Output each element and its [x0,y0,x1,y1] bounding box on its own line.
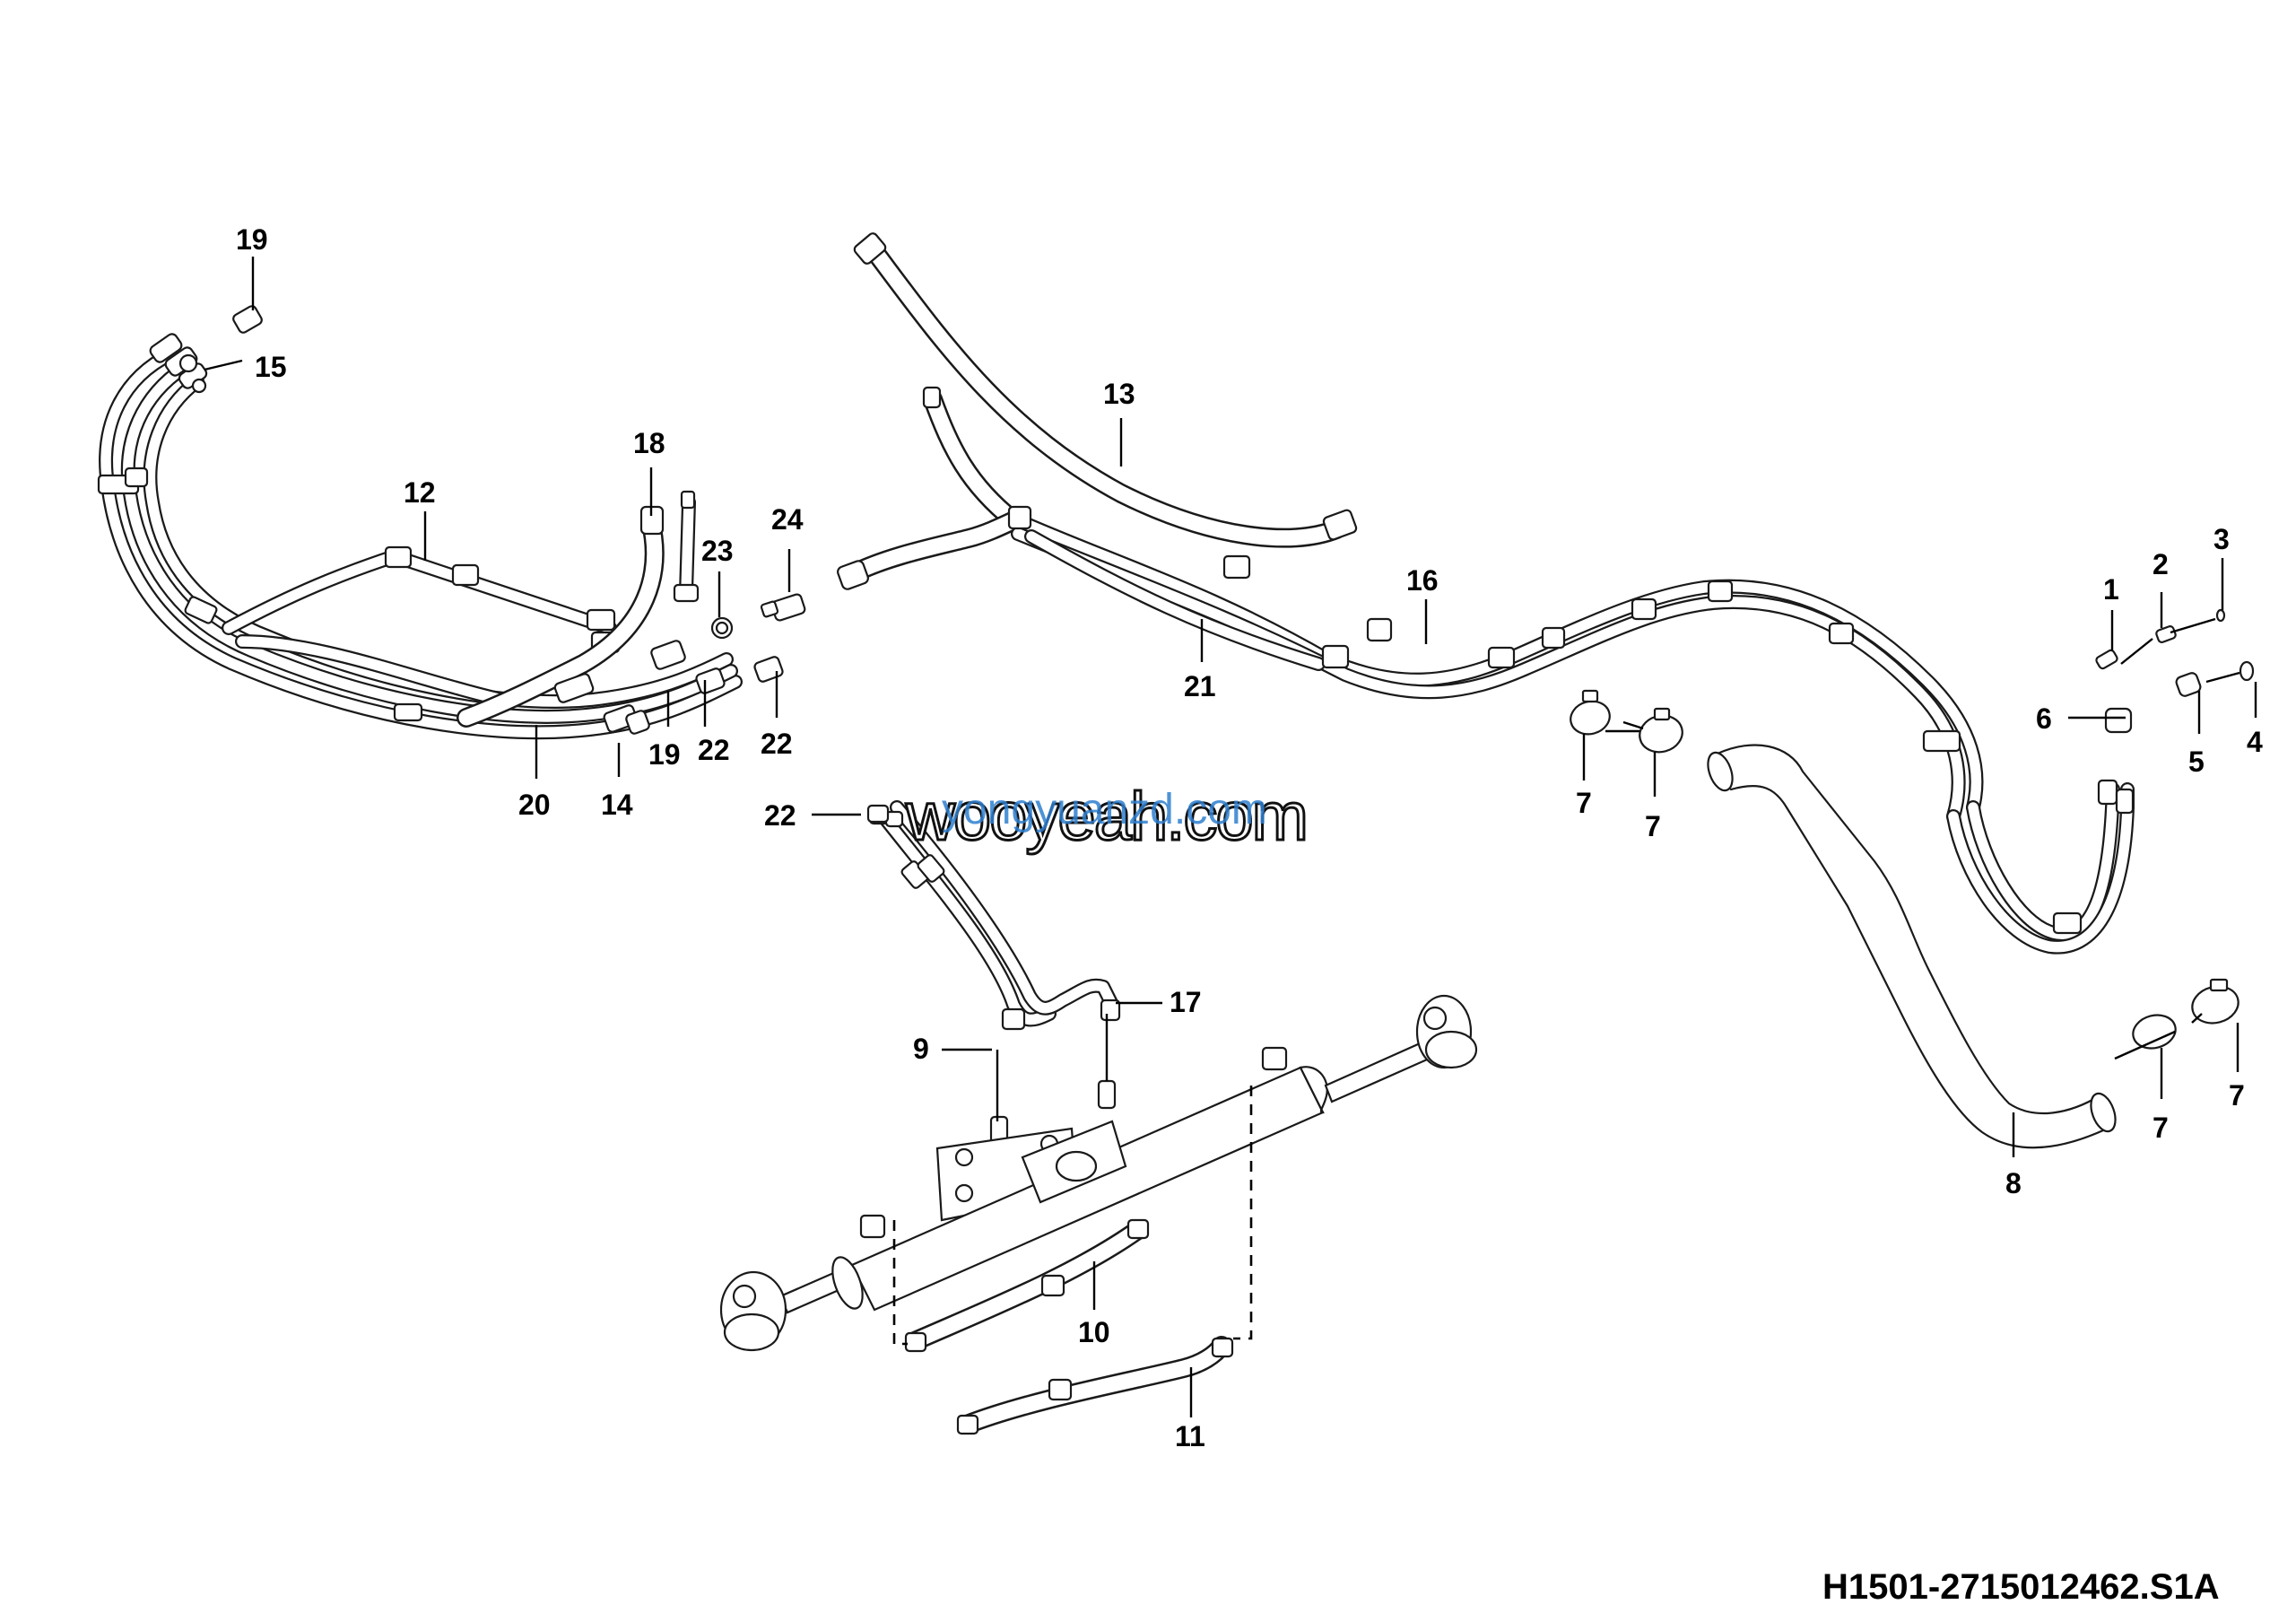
callout-16: 16 [1406,564,1439,597]
callout-19-top: 19 [236,223,268,256]
callout-19-bottom: 19 [648,738,681,771]
callout-22-c: 22 [764,799,796,832]
hose-11 [956,1336,1234,1435]
callout-3: 3 [2213,523,2230,555]
callout-7-d: 7 [2229,1079,2245,1112]
callout-22-b: 22 [761,728,793,760]
callout-13: 13 [1103,378,1135,410]
document-id: H1501-2715012462.S1A [1822,1567,2220,1607]
group-bracket [892,1086,1253,1346]
left-hose-assembly [97,305,784,740]
callout-10: 10 [1078,1316,1110,1348]
steering-cylinder [719,800,1478,1352]
callout-23: 23 [701,535,734,567]
duct-hose-8 [1570,689,2239,1149]
callout-7-c: 7 [2152,1112,2169,1144]
callout-17: 17 [1170,986,1202,1018]
callout-11: 11 [1175,1420,1205,1452]
callout-21: 21 [1184,670,1216,702]
callout-24: 24 [771,503,804,536]
callout-18: 18 [633,427,665,459]
pipe-run-16-21 [837,386,2135,955]
callout-20: 20 [518,789,551,821]
fittings-23-24 [710,593,806,640]
callout-15: 15 [255,351,287,383]
callout-9: 9 [913,1033,929,1065]
callout-22-a: 22 [698,734,730,766]
callout-8: 8 [2005,1167,2022,1199]
leader-lines [204,257,2257,1417]
callout-1: 1 [2103,573,2119,606]
watermark: wooyeah.com yongyuanzd.com [904,778,1310,857]
callout-5: 5 [2188,746,2205,778]
callout-2: 2 [2152,548,2169,580]
callout-14: 14 [601,789,633,821]
hose-10 [904,1218,1150,1353]
callout-7-a: 7 [1576,787,1592,819]
hose-13 [853,232,1358,548]
callout-12: 12 [404,476,436,509]
callout-labels: 19 15 12 20 14 18 19 23 24 22 22 13 21 1… [236,223,2263,1452]
callout-4: 4 [2247,726,2263,758]
callout-6: 6 [2036,702,2052,735]
callout-7-b: 7 [1645,810,1661,842]
fittings-1-6 [2095,608,2255,734]
watermark-secondary: yongyuanzd.com [942,786,1267,833]
watermark-primary: wooyeah.com [905,779,1307,855]
